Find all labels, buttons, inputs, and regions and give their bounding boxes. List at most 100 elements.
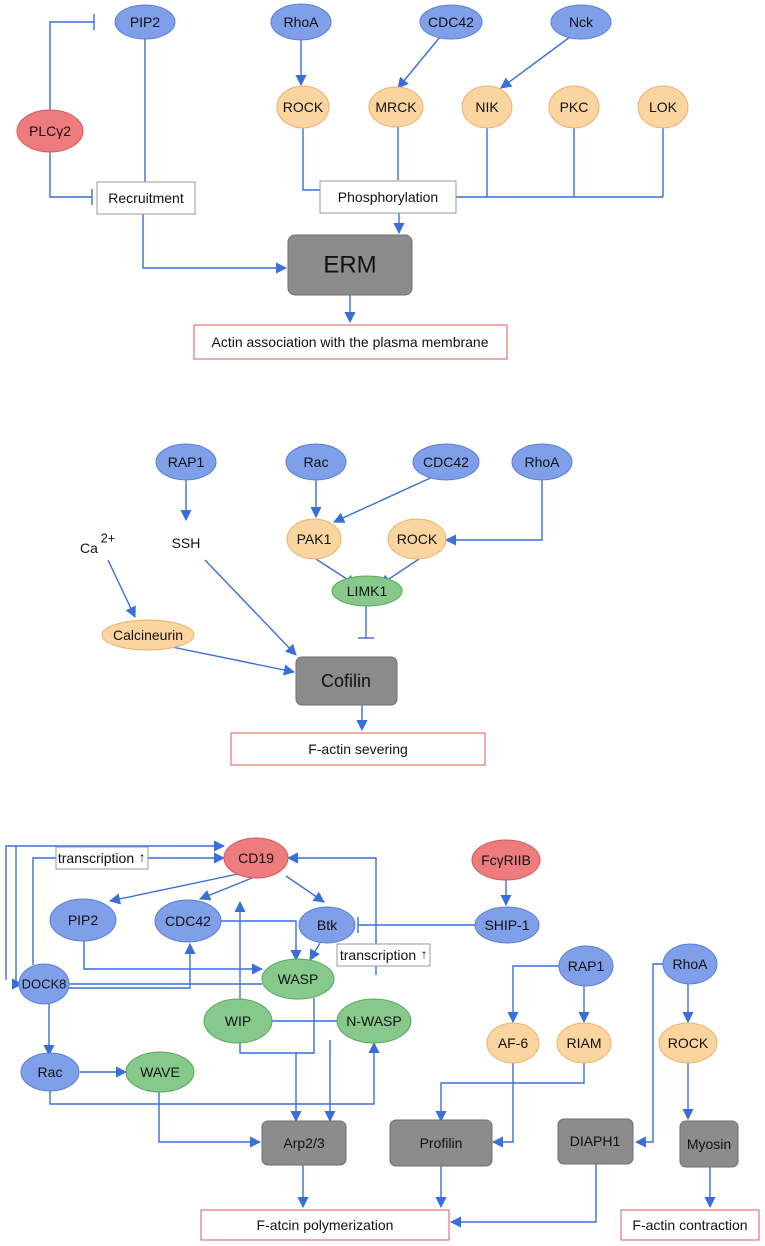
cdc42-label: CDC42 — [428, 14, 474, 30]
node-diaph1: DIAPH1 — [557, 1118, 634, 1165]
edge-cd19-btk — [285, 875, 325, 903]
transcription-box-right: transcription ↑ — [336, 943, 431, 967]
node-btk: Btk — [298, 906, 356, 944]
node-plcg2: PLCγ2 — [16, 109, 84, 153]
node-cdc42-c: CDC42 — [154, 899, 222, 943]
node-rac-b: Rac — [285, 443, 347, 481]
node-ssh: SSH — [172, 535, 201, 551]
myosin-label: Myosin — [687, 1136, 731, 1152]
node-rock-c: ROCK — [658, 1022, 718, 1064]
panel-b: RAP1 Rac CDC42 RhoA Ca 2+ SSH PAK1 ROCK — [80, 443, 573, 766]
diaph1-label: DIAPH1 — [570, 1133, 621, 1149]
node-phosphorylation: Phosphorylation — [319, 180, 457, 214]
outcome-severing: F-actin severing — [230, 732, 486, 766]
node-myosin: Myosin — [679, 1120, 739, 1168]
edge-wave-arp23 — [158, 1091, 262, 1148]
node-riam: RIAM — [556, 1022, 612, 1064]
outcome-membrane: Actin association with the plasma membra… — [193, 324, 508, 360]
wave-label: WAVE — [140, 1064, 180, 1080]
edge-cd19-pip2 — [108, 873, 239, 905]
edge-af6-profilin — [491, 1063, 514, 1148]
edge-cdc42-wasp — [220, 920, 302, 962]
edge-ca-calcineurin — [107, 559, 136, 619]
node-nik: NIK — [461, 85, 513, 129]
rhoa-label: RhoA — [672, 956, 708, 972]
node-rock-b: ROCK — [387, 518, 447, 560]
phosphorylation-label: Phosphorylation — [338, 189, 438, 205]
pip2-label: PIP2 — [130, 14, 161, 30]
recruitment-label: Recruitment — [108, 190, 184, 206]
edge-wasp-arp23 — [296, 998, 315, 1054]
node-rac-c: Rac — [20, 1052, 80, 1092]
edge-btk-wasp — [309, 942, 321, 961]
node-ship1: SHIP-1 — [474, 906, 540, 944]
node-rhoa-a: RhoA — [270, 3, 332, 41]
panel-c: transcription ↑ transcription ↑ CD19 Fcγ… — [5, 837, 760, 1241]
node-nck: Nck — [550, 4, 612, 40]
node-dock8: DOCK8 — [18, 963, 70, 1005]
riam-label: RIAM — [567, 1035, 602, 1051]
node-profilin: Profilin — [389, 1119, 493, 1167]
node-pip2-a: PIP2 — [114, 4, 176, 40]
up-arrow-icon: ↑ — [139, 850, 146, 865]
profilin-label: Profilin — [420, 1135, 463, 1151]
node-wasp: WASP — [261, 958, 335, 1000]
btk-label: Btk — [317, 917, 338, 933]
node-erm: ERM — [287, 234, 413, 296]
edge-ssh-cofilin — [204, 559, 297, 656]
edge-cdc42-mrck — [397, 36, 441, 89]
panel-a: PIP2 RhoA CDC42 Nck PLCγ2 ROCK MRCK NIK — [16, 3, 689, 360]
edge-wip-arp23 — [239, 1043, 302, 1123]
outcome-polymerization-label: F-atcin polymerization — [257, 1217, 394, 1233]
edge-rock-phos — [302, 128, 320, 191]
rock-label: ROCK — [397, 531, 438, 547]
edge-plcg2-recruitment — [49, 152, 92, 198]
edge-nck-nik — [500, 36, 571, 89]
node-rap1-b: RAP1 — [155, 443, 217, 481]
edge-pip2-wasp — [83, 941, 264, 975]
edge-dock8-transcription — [32, 857, 56, 965]
node-nwasp: N-WASP — [336, 998, 412, 1044]
outcome-contraction-label: F-actin contraction — [632, 1217, 747, 1233]
dock8-label: DOCK8 — [22, 977, 67, 992]
wasp-label: WASP — [278, 971, 319, 987]
node-pkc: PKC — [548, 85, 600, 129]
node-cd19: CD19 — [223, 837, 289, 879]
edge-calcineurin-cofilin — [171, 646, 296, 676]
node-recruitment: Recruitment — [96, 181, 196, 215]
node-fcgriib: FcγRIIB — [471, 839, 541, 881]
limk1-label: LIMK1 — [347, 583, 388, 599]
edge-dock8-cd19-outer — [5, 840, 226, 980]
edge-cdc42-pak1 — [332, 474, 438, 523]
rock-label: ROCK — [283, 99, 324, 115]
fcgriib-label: FcγRIIB — [481, 852, 531, 868]
node-wip: WIP — [203, 998, 273, 1044]
edge-diaph1-outcome — [449, 1164, 597, 1228]
node-cdc42-a: CDC42 — [419, 4, 483, 40]
rhoa-label: RhoA — [524, 454, 560, 470]
outcome-membrane-label: Actin association with the plasma membra… — [211, 334, 488, 350]
node-cdc42-b: CDC42 — [412, 443, 480, 481]
af6-label: AF-6 — [498, 1035, 529, 1051]
node-rhoa-c: RhoA — [662, 943, 718, 985]
node-cofilin: Cofilin — [295, 656, 398, 706]
node-af6: AF-6 — [486, 1022, 540, 1064]
rac-label: Rac — [304, 454, 329, 470]
node-mrck: MRCK — [368, 86, 424, 128]
edge-rhoa-rock-b — [444, 480, 543, 546]
up-arrow-icon: ↑ — [421, 947, 428, 962]
arp23-label: Arp2/3 — [283, 1135, 324, 1151]
rap1-label: RAP1 — [168, 454, 205, 470]
ship1-label: SHIP-1 — [484, 917, 529, 933]
panel-b-edges — [107, 474, 543, 732]
node-pak1: PAK1 — [286, 518, 342, 560]
node-ca: Ca 2+ — [80, 531, 115, 557]
mrck-label: MRCK — [375, 99, 417, 115]
node-rock-a: ROCK — [276, 85, 330, 129]
node-lok: LOK — [637, 85, 689, 129]
calcineurin-label: Calcineurin — [113, 627, 183, 643]
pkc-label: PKC — [560, 99, 589, 115]
transcription-box-left: transcription ↑ — [55, 846, 149, 870]
node-calcineurin: Calcineurin — [101, 619, 195, 651]
node-rap1-c: RAP1 — [558, 945, 614, 987]
